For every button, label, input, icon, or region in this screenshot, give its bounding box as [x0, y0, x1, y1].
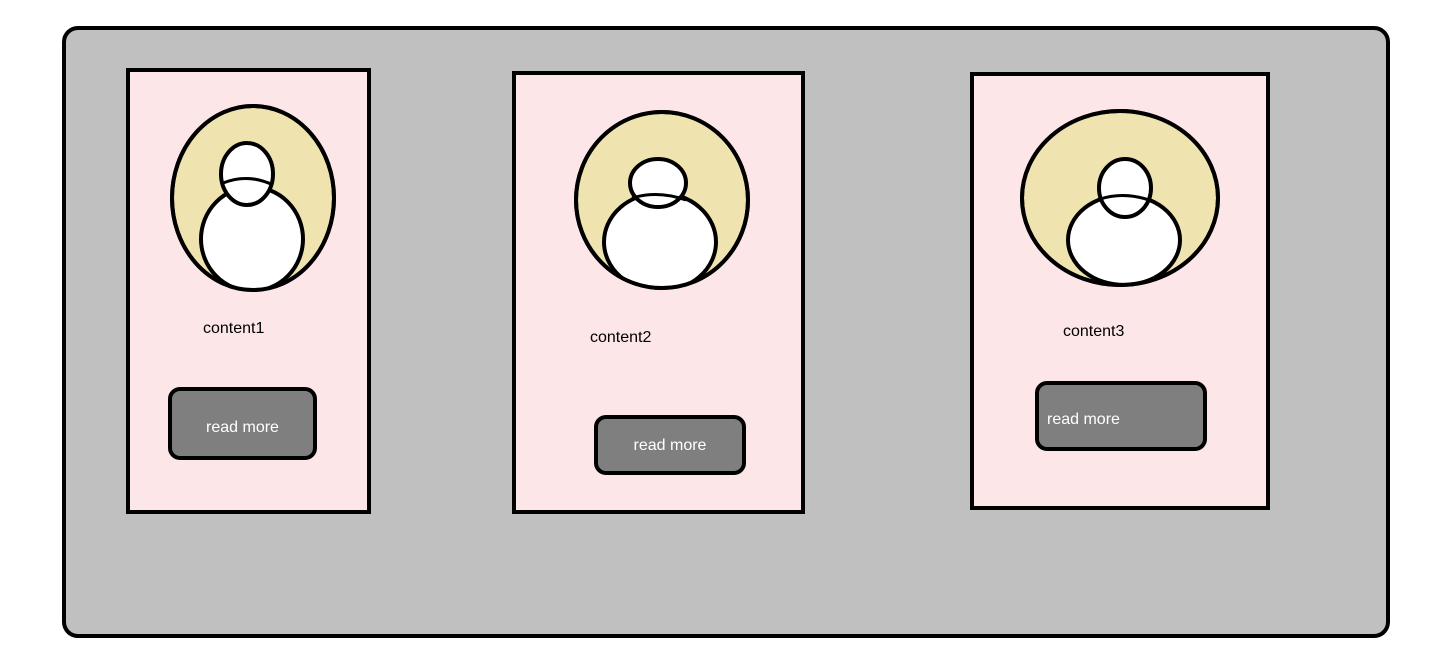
read-more-label: read more [633, 437, 707, 454]
read-more-button[interactable]: read more [594, 415, 746, 475]
user-avatar-icon [574, 110, 750, 290]
card-3: content3 read more [970, 72, 1270, 510]
read-more-label: read more [206, 418, 279, 436]
card-title: content3 [1063, 323, 1125, 340]
card-title: content2 [590, 329, 652, 346]
read-more-button[interactable]: read more [168, 387, 317, 460]
read-more-label: read more [1047, 411, 1120, 428]
card-title: content1 [203, 320, 265, 337]
user-avatar-icon [1020, 109, 1220, 287]
read-more-button[interactable]: read more [1035, 381, 1207, 451]
card-2: content2 read more [512, 71, 805, 514]
card-1: content1 read more [126, 68, 371, 514]
user-avatar-icon [170, 104, 336, 292]
